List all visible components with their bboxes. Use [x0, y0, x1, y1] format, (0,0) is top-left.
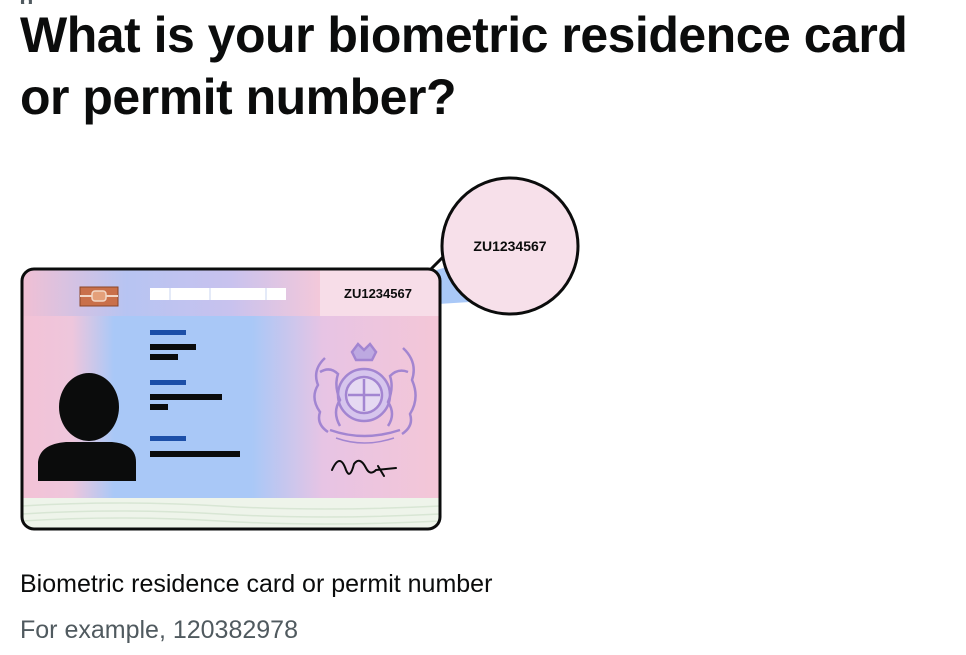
permit-number-hint: For example, 120382978: [20, 616, 298, 644]
zoom-connector: [430, 266, 470, 304]
zoom-number-text: ZU1234567: [473, 238, 546, 254]
page-title: What is your biometric residence card or…: [20, 7, 908, 125]
royal-crest-icon: [313, 342, 417, 444]
signature-mark: [331, 459, 397, 477]
person-silhouette-icon: [38, 373, 136, 481]
zoom-magnifier-circle: [440, 176, 580, 316]
permit-number-label: Biometric residence card or permit numbe…: [20, 570, 493, 598]
caption-clipped: g: [20, 0, 60, 4]
chip-icon: [79, 286, 119, 307]
card-number-text: ZU1234567: [344, 286, 412, 301]
